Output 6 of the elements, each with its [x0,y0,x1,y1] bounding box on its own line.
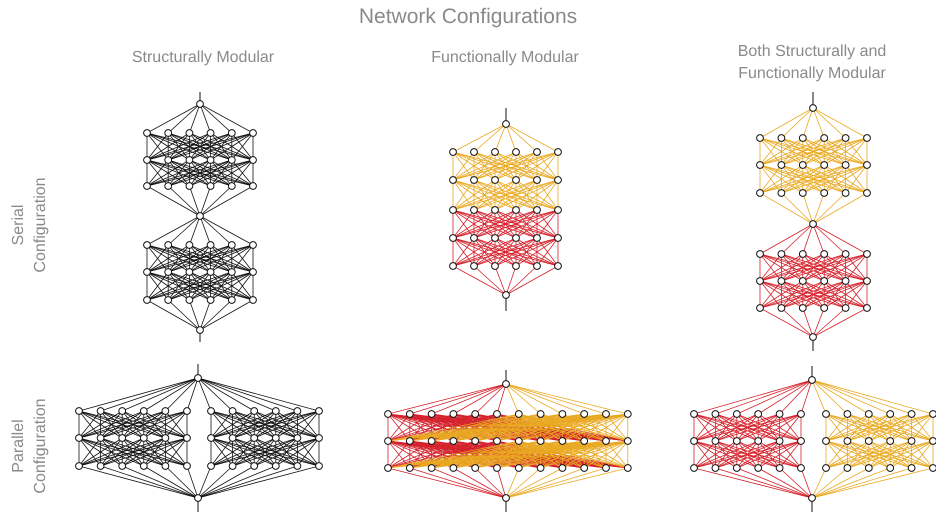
row-heading: Serial Configuration [9,176,50,275]
column-heading: Functionally Modular [430,48,580,68]
column-heading: Structurally Modular [130,48,276,68]
title: Network Configurations [358,5,578,29]
row-heading: Parallel Configuration [9,397,50,496]
column-heading: Both Structurally and Functionally Modular [736,42,888,84]
